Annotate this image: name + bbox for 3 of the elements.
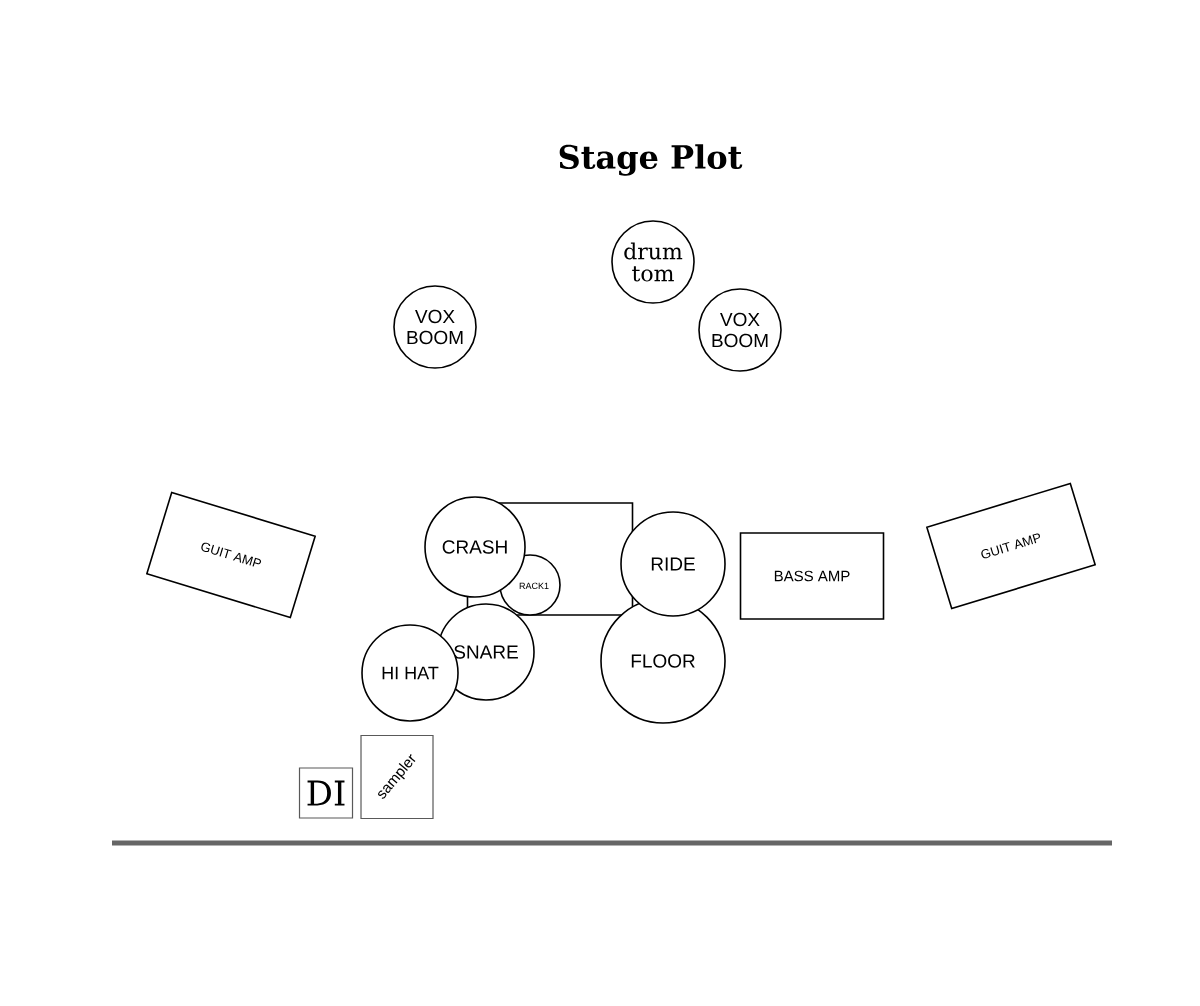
di-box: DI	[298, 767, 354, 819]
title: Stage Plot	[559, 144, 743, 176]
amp-box: BASS AMP	[739, 532, 885, 620]
